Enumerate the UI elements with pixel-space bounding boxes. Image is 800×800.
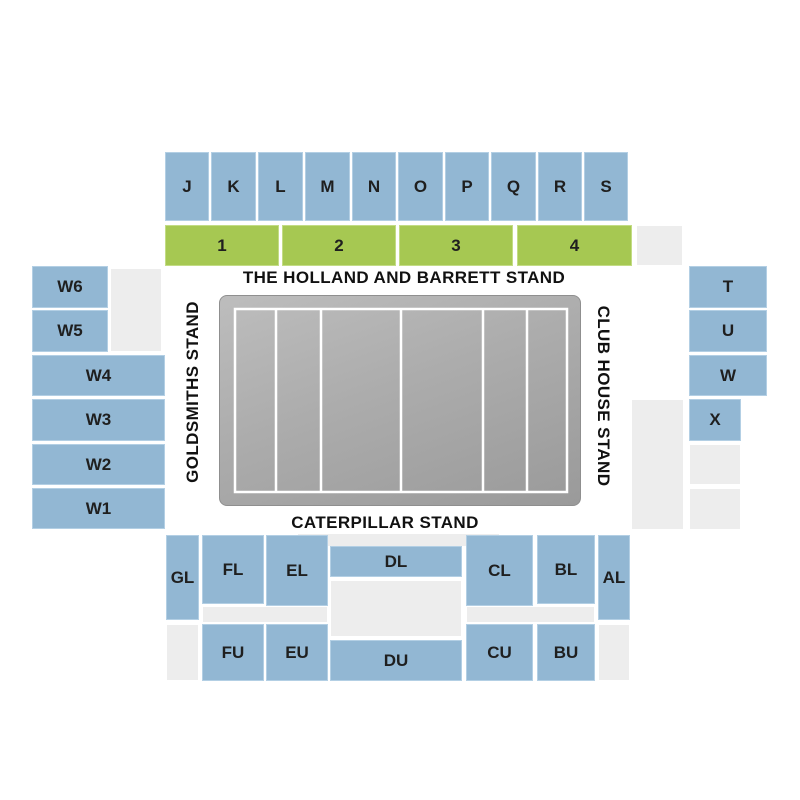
stand-label-west: GOLDSMITHS STAND — [183, 301, 202, 483]
section-3[interactable]: 3 — [399, 225, 513, 266]
section-W2[interactable]: W2 — [32, 444, 165, 485]
section-W1[interactable]: W1 — [32, 488, 165, 529]
section-T[interactable]: T — [689, 266, 767, 308]
unavailable-block-nw — [110, 268, 162, 352]
section-R[interactable]: R — [538, 152, 582, 221]
section-FU[interactable]: FU — [202, 624, 264, 681]
unavailable-block-sw-corner — [166, 624, 199, 681]
section-CL[interactable]: CL — [466, 535, 533, 606]
section-W5[interactable]: W5 — [32, 310, 108, 352]
section-2[interactable]: 2 — [282, 225, 396, 266]
pitch-markings — [233, 307, 569, 494]
section-S[interactable]: S — [584, 152, 628, 221]
section-FL[interactable]: FL — [202, 535, 264, 604]
section-W3[interactable]: W3 — [32, 399, 165, 441]
section-N[interactable]: N — [352, 152, 396, 221]
section-J[interactable]: J — [165, 152, 209, 221]
section-EL[interactable]: EL — [266, 535, 328, 606]
unavailable-block-east — [631, 399, 684, 530]
section-DU[interactable]: DU — [330, 640, 462, 681]
section-M[interactable]: M — [305, 152, 350, 221]
section-W[interactable]: W — [689, 355, 767, 396]
unavailable-strip-sw — [202, 606, 328, 623]
section-EU[interactable]: EU — [266, 624, 328, 681]
unavailable-strip-se — [466, 606, 595, 623]
section-DL[interactable]: DL — [330, 546, 462, 577]
section-W4[interactable]: W4 — [32, 355, 165, 396]
section-BL[interactable]: BL — [537, 535, 595, 604]
unavailable-block-se-corner — [598, 624, 630, 681]
unavailable-block-e1 — [689, 444, 741, 485]
section-GL[interactable]: GL — [166, 535, 199, 620]
section-K[interactable]: K — [211, 152, 256, 221]
stand-label-east: CLUB HOUSE STAND — [594, 305, 613, 487]
section-U[interactable]: U — [689, 310, 767, 352]
pitch — [219, 295, 581, 506]
unavailable-block-e2 — [689, 488, 741, 530]
section-O[interactable]: O — [398, 152, 443, 221]
section-P[interactable]: P — [445, 152, 489, 221]
section-L[interactable]: L — [258, 152, 303, 221]
stand-label-south: CATERPILLAR STAND — [291, 513, 479, 532]
section-X[interactable]: X — [689, 399, 741, 441]
section-4[interactable]: 4 — [517, 225, 632, 266]
stand-label-north: THE HOLLAND AND BARRETT STAND — [242, 268, 566, 287]
unavailable-block-ne — [636, 225, 683, 266]
section-Q[interactable]: Q — [491, 152, 536, 221]
unavailable-block-south-centre — [330, 580, 462, 637]
section-1[interactable]: 1 — [165, 225, 279, 266]
section-W6[interactable]: W6 — [32, 266, 108, 308]
section-AL[interactable]: AL — [598, 535, 630, 620]
section-CU[interactable]: CU — [466, 624, 533, 681]
section-BU[interactable]: BU — [537, 624, 595, 681]
